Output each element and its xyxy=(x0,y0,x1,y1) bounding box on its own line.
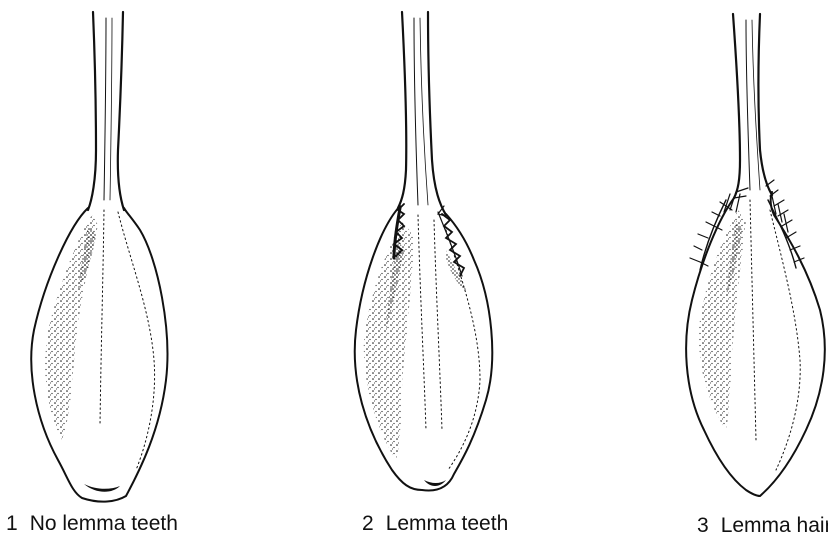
awn-stem xyxy=(118,12,124,210)
lemma-with-hair xyxy=(686,14,825,496)
awn-stem xyxy=(428,12,446,215)
panel-label: No lemma teeth xyxy=(30,512,178,535)
lemma-with-teeth xyxy=(355,12,493,490)
lemma-no-teeth xyxy=(31,12,167,502)
panel-label: Lemma teeth xyxy=(386,512,509,535)
panel-number: 1 xyxy=(6,512,18,536)
panel-number: 2 xyxy=(362,512,374,536)
panel-2-caption: 2 Lemma teeth xyxy=(362,512,508,536)
panel-3-caption: 3 Lemma hair xyxy=(697,514,828,538)
awn-stem xyxy=(759,14,773,195)
panel-label: Lemma hair xyxy=(721,514,828,537)
awn-stem xyxy=(733,14,740,198)
panel-number: 3 xyxy=(697,514,709,538)
awn-stem xyxy=(398,12,406,208)
awn-stem xyxy=(88,12,96,210)
panel-1-caption: 1 No lemma teeth xyxy=(6,512,178,536)
